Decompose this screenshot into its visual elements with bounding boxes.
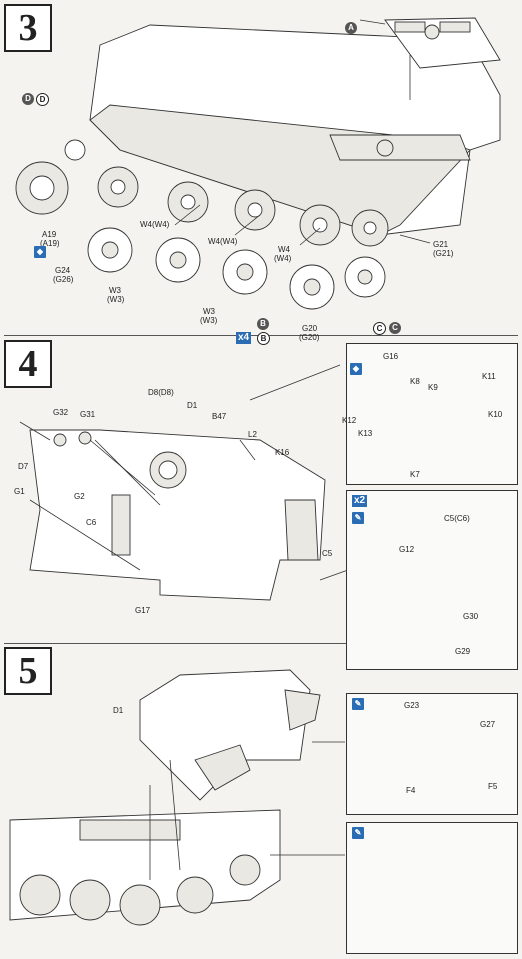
part-label-w3-1-alt: (W3) (107, 295, 125, 304)
quantity-badge: x2 (352, 495, 368, 507)
step-number-4: 4 (4, 340, 52, 388)
circle-marker-a: A (345, 22, 357, 34)
f4-box-main (194, 744, 251, 791)
part-label-w3-2: W3 (203, 307, 215, 316)
part-label-g20-alt: (G20) (299, 333, 320, 342)
part-label-g2: G2 (74, 492, 85, 501)
part-label-k11: K11 (482, 372, 496, 381)
part-label-w3-1: W3 (109, 286, 121, 295)
circle-marker-b-alt: B (257, 332, 270, 345)
detail-inset-stowage (346, 693, 518, 815)
engine-deck-insert (329, 134, 471, 161)
part-label-g27: G27 (480, 720, 496, 729)
part-label-g29: G29 (455, 647, 471, 656)
quantity-badge: x4 (236, 332, 252, 344)
part-label-g30: G30 (463, 612, 479, 621)
part-label-b47: B47 (212, 412, 227, 421)
cement-icon: ◆ (34, 246, 46, 258)
part-label-c6: C6 (86, 518, 97, 527)
part-label-g17: G17 (135, 606, 151, 615)
part-label-a19: A19 (42, 230, 57, 239)
part-label-g12: G12 (399, 545, 415, 554)
part-label-c5: C5 (322, 549, 333, 558)
part-label-g26: (G26) (53, 275, 74, 284)
part-label-w4-1: W4(W4) (140, 220, 170, 229)
engine-grille-1 (394, 21, 426, 33)
separator-4-5 (4, 643, 518, 644)
engine-deck-5 (79, 819, 181, 841)
part-label-w4-2: W4(W4) (208, 237, 238, 246)
part-label-k7: K7 (410, 470, 420, 479)
part-label-k16: K16 (275, 448, 290, 457)
part-label-g23: G23 (404, 701, 420, 710)
cement-icon: ◆ (350, 363, 362, 375)
part-label-w3-2-alt: (W3) (200, 316, 218, 325)
part-label-g31: G31 (80, 410, 96, 419)
idler-hub (64, 139, 86, 161)
part-label-k8: K8 (410, 377, 420, 386)
engine-grille-2 (439, 21, 471, 33)
part-label-d8: D8(D8) (148, 388, 174, 397)
detail-inset-tools (346, 343, 518, 485)
paint-brush-icon: ✎ (352, 827, 364, 839)
f5-box-main (284, 689, 321, 731)
hull-front-plate (29, 429, 326, 601)
c6-box (111, 494, 131, 556)
part-label-g32: G32 (53, 408, 69, 417)
step-number-5: 5 (4, 647, 52, 695)
part-label-c5c6: C5(C6) (444, 514, 470, 523)
part-label-w4-3-alt: (W4) (274, 254, 292, 263)
part-label-k13: K13 (358, 429, 373, 438)
part-label-w4-3: W4 (278, 245, 290, 254)
part-label-g20: G20 (302, 324, 318, 333)
part-label-k10: K10 (488, 410, 503, 419)
part-label-l2: L2 (248, 430, 257, 439)
part-label-g24: G24 (55, 266, 71, 275)
circle-marker-b: B (257, 318, 269, 330)
engine-fan-2 (376, 139, 394, 157)
step-number-3: 3 (4, 4, 52, 52)
paint-brush-icon: ✎ (352, 698, 364, 710)
part-label-a19-alt: (A19) (40, 239, 60, 248)
part-label-g21-alt: (G21) (433, 249, 454, 258)
circle-marker-d-alt: D (36, 93, 49, 106)
part-label-d7: D7 (18, 462, 29, 471)
part-label-k9: K9 (428, 383, 438, 392)
part-label-d1-5: D1 (113, 706, 124, 715)
c5-box (284, 499, 319, 561)
circle-marker-d: D (22, 93, 34, 105)
part-label-g1: G1 (14, 487, 25, 496)
detail-inset-boxes (346, 490, 518, 670)
loose-wheels (87, 227, 386, 310)
paint-brush-icon: ✎ (352, 512, 364, 524)
part-label-g21: G21 (433, 240, 449, 249)
part-label-k12: K12 (342, 416, 357, 425)
circle-marker-c-alt: C (373, 322, 386, 335)
part-label-g16: G16 (383, 352, 399, 361)
engine-fan-1 (424, 24, 440, 40)
part-label-f4: F4 (406, 786, 416, 795)
part-label-f5: F5 (488, 782, 498, 791)
circle-marker-c: C (389, 322, 401, 334)
road-wheels-row (97, 166, 389, 247)
front-plate-5 (139, 669, 311, 801)
part-label-d1: D1 (187, 401, 198, 410)
detail-inset-hull (346, 822, 518, 954)
